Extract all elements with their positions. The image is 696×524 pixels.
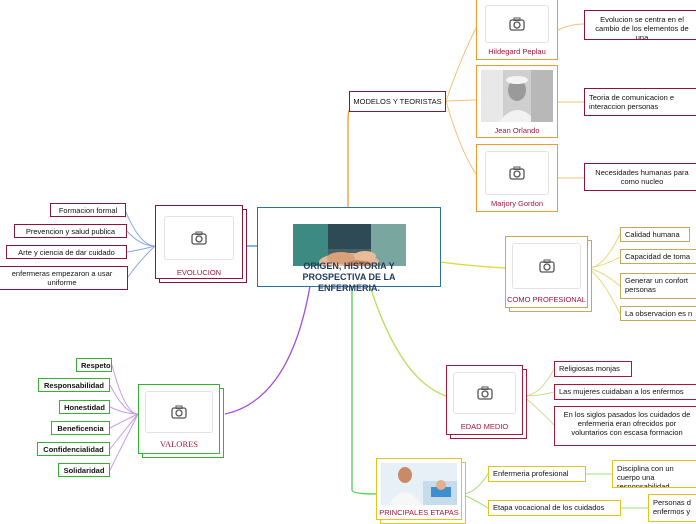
theorist-card-orlando[interactable]: Jean Orlando bbox=[476, 65, 558, 138]
valor-item[interactable]: Confidencialidad bbox=[37, 442, 110, 456]
evolucion-title: EVOLUCION bbox=[176, 268, 222, 277]
camera-icon bbox=[476, 386, 493, 400]
connector-modelos bbox=[347, 100, 361, 208]
profesional-item[interactable]: La observacion es n bbox=[620, 306, 696, 321]
valor-item[interactable]: Responsabilidad bbox=[38, 378, 110, 392]
camera-icon bbox=[538, 259, 555, 273]
camera-icon bbox=[509, 17, 525, 31]
central-topic[interactable]: ORIGEN, HISTORIA Y PROSPECTIVA DE LA ENF… bbox=[257, 207, 441, 293]
camera-icon bbox=[191, 231, 207, 245]
edad-item[interactable]: Las mujeres cuidaban a los enfermos bbox=[554, 384, 696, 400]
theorist-note[interactable]: Necesidades humanas para como nucleo bbox=[584, 163, 696, 191]
profesional-title: COMO PROFESIONAL bbox=[507, 295, 586, 304]
profesional-topic[interactable]: COMO PROFESIONAL bbox=[505, 236, 588, 308]
profesional-image-placeholder bbox=[512, 243, 581, 289]
peplau-image-placeholder bbox=[485, 5, 549, 43]
edad-medio-topic[interactable]: EDAD MEDIO bbox=[446, 365, 523, 435]
connector-etapas bbox=[351, 286, 377, 495]
theorist-name: Jean Orlando bbox=[494, 126, 540, 135]
profesional-item[interactable]: Calidad humana bbox=[620, 227, 690, 242]
etapas-topic[interactable]: PRINCIPALES ETAPAS bbox=[376, 458, 462, 520]
edad-item[interactable]: Religiosas monjas bbox=[554, 361, 632, 377]
etapa-detail[interactable]: Personas d enfermos y bbox=[648, 494, 696, 522]
edad-image-placeholder bbox=[453, 372, 516, 414]
valor-item[interactable]: Respeto bbox=[76, 358, 112, 372]
theorist-card-gordon[interactable]: Marjory Gordon bbox=[476, 144, 558, 212]
theorist-note[interactable]: Evolucion se centra en el cambio de los … bbox=[584, 10, 696, 40]
connector-profesional bbox=[439, 261, 506, 269]
evolucion-item[interactable]: Arte y ciencia de dar cuidado bbox=[6, 245, 127, 259]
modelos-topic[interactable]: MODELOS Y TEORISTAS bbox=[349, 91, 446, 112]
evolucion-image-placeholder bbox=[164, 216, 234, 260]
valor-item[interactable]: Beneficencia bbox=[51, 421, 110, 435]
etapas-title: PRINCIPALES ETAPAS bbox=[379, 508, 459, 517]
profesional-item[interactable]: Generar un confort personas bbox=[620, 273, 696, 299]
edad-item[interactable]: En los siglos pasados los cuidados de en… bbox=[554, 406, 696, 446]
camera-icon bbox=[171, 405, 187, 419]
hands-together-photo bbox=[293, 224, 406, 266]
theorist-card-peplau[interactable]: Hildegard Peplau bbox=[476, 0, 558, 60]
central-title: ORIGEN, HISTORIA Y PROSPECTIVA DE LA ENF… bbox=[302, 261, 396, 293]
theorist-name: Hildegard Peplau bbox=[488, 47, 546, 56]
connector-valores bbox=[224, 285, 311, 415]
etapa-item[interactable]: Enfermeria profesional bbox=[488, 466, 586, 482]
profesional-item[interactable]: Capacidad de toma bbox=[620, 249, 696, 264]
camera-icon bbox=[509, 166, 525, 180]
valor-item[interactable]: Solidaridad bbox=[58, 463, 110, 477]
edad-medio-title: EDAD MEDIO bbox=[460, 422, 509, 431]
gordon-image-placeholder bbox=[485, 151, 549, 195]
theorist-note[interactable]: Teoria de comunicacion e interaccion per… bbox=[584, 88, 696, 116]
evolucion-item[interactable]: enfermeras empezaron a usar uniforme bbox=[0, 266, 128, 290]
evolucion-item[interactable]: Formacion formal bbox=[50, 203, 126, 217]
evolucion-item[interactable]: Prevencion y salud publica bbox=[14, 224, 127, 238]
valor-item[interactable]: Honestidad bbox=[59, 400, 110, 414]
connector-edad bbox=[369, 285, 447, 397]
valores-image-placeholder bbox=[145, 391, 213, 433]
evolucion-topic[interactable]: EVOLUCION bbox=[155, 205, 243, 279]
etapa-item[interactable]: Etapa vocacional de los cuidados bbox=[488, 500, 621, 516]
theorist-name: Marjory Gordon bbox=[490, 199, 544, 208]
modelos-title: MODELOS Y TEORISTAS bbox=[353, 97, 442, 106]
etapa-detail[interactable]: Disciplina con un cuerpo una responsabil… bbox=[612, 460, 696, 488]
valores-title: VALORES bbox=[159, 439, 199, 449]
nurse-photo bbox=[481, 70, 553, 122]
nurse-patient-photo bbox=[381, 463, 457, 505]
valores-topic[interactable]: VALORES bbox=[138, 384, 220, 454]
